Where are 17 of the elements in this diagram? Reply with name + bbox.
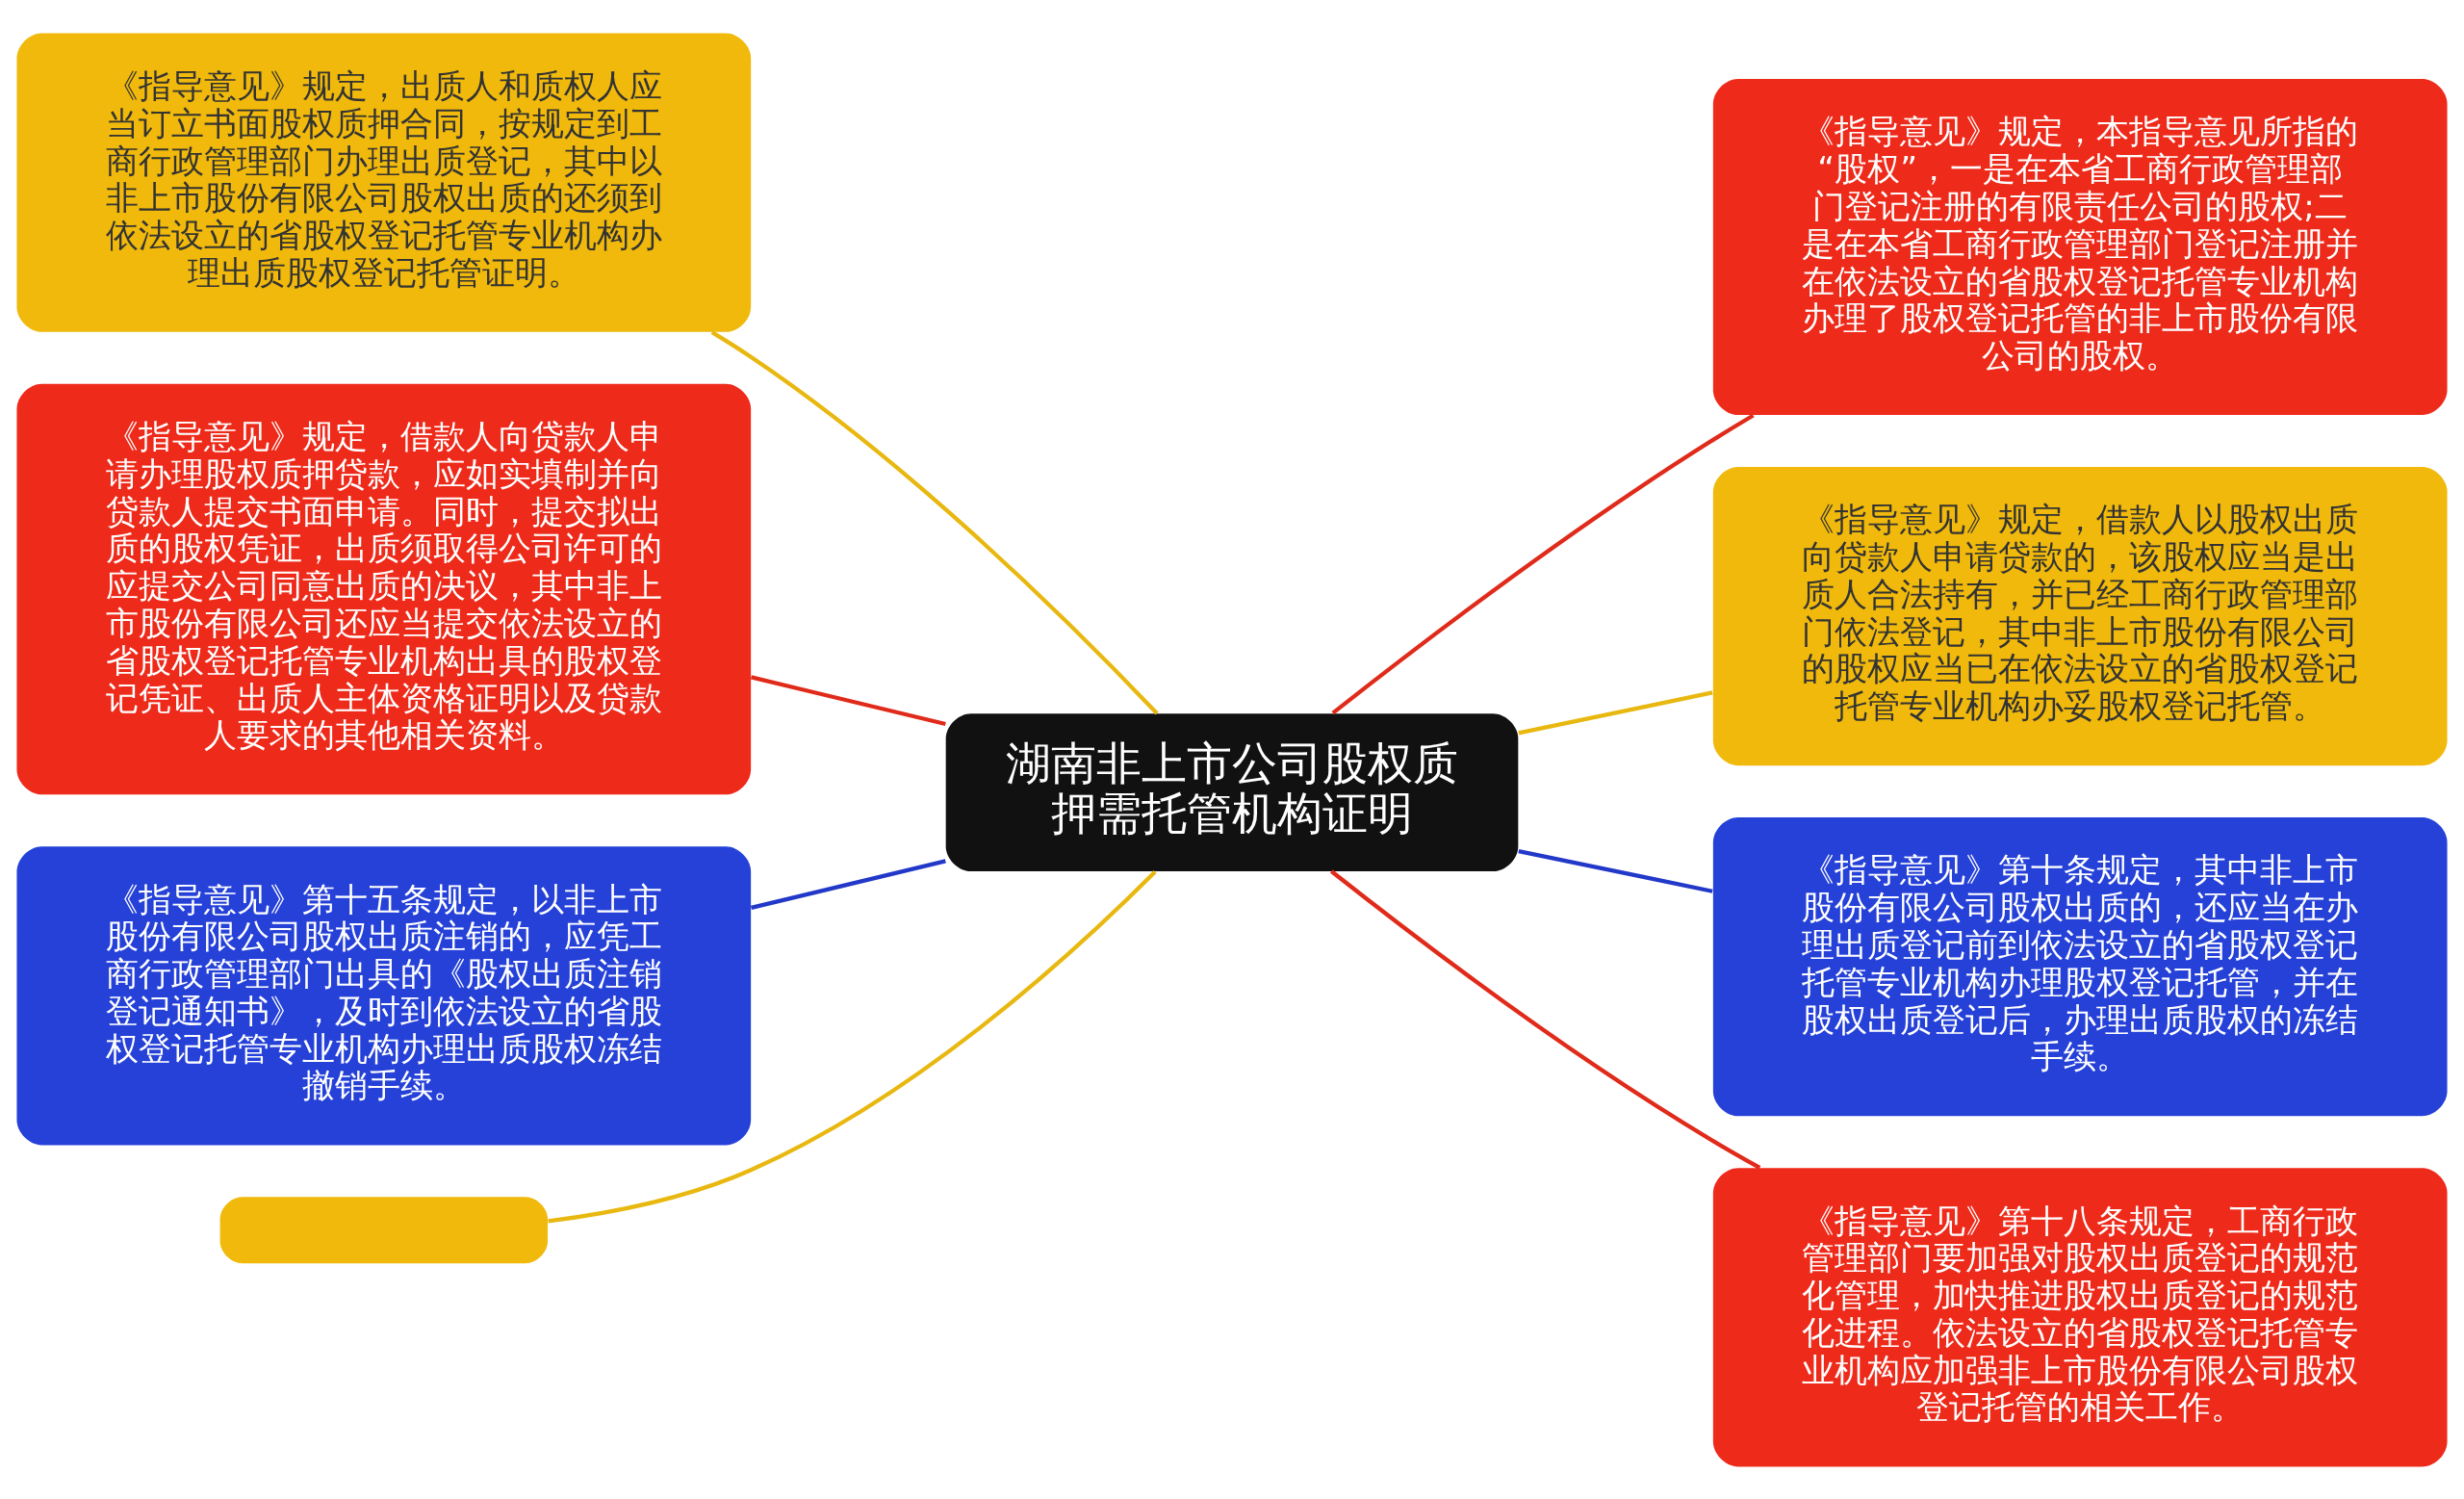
node-box: 《指导意见》规定，出质人和质权人应当订立书面股权质押合同，按规定到工商行政管理部门办理出质登记，其中以非上市股份有限公司股权出质的还须到依法设立的省股权登记托管专业机构办理出质股权登记托管证明。 xyxy=(16,33,752,332)
node-box: 《指导意见》规定，借款人以股权出质向贷款人申请贷款的，该股权应当是出质人合法持有，并已经工商行政管理部门依法登记，其中非上市股份有限公司的股权应当已在依法设立的省股权登记托管专业机构办妥股权登记托管。 xyxy=(1712,466,2448,765)
node-box: 《指导意见》规定，借款人向贷款人申请办理股权质押贷款，应如实填制并向贷款人提交书面申请。同时，提交拟出质的股权凭证，出质须取得公司许可的应提交公司同意出质的决议，其中非上市股份有限公司还应当提交依法设立的省股权登记托管专业机构出具的股权登记凭证、出质人主体资格证明以及贷款人要求的其他相关资料。 xyxy=(16,383,752,794)
connector xyxy=(710,329,1159,714)
connector xyxy=(750,858,946,910)
node-box xyxy=(219,1196,548,1263)
node-box: 《指导意见》第十条规定，其中非上市股份有限公司股权出质的，还应当在办理出质登记前到依法设立的省股权登记托管专业机构办理股权登记托管，并在股权出质登记后，办理出质股权的冻结手续。 xyxy=(1712,816,2448,1116)
connector xyxy=(1330,868,1761,1170)
connector xyxy=(1518,848,1713,893)
connector xyxy=(1518,689,1713,736)
node-box: 《指导意见》第十八条规定，工商行政管理部门要加强对股权出质登记的规范化管理，加快推进股权出质登记的规范化进程。依法设立的省股权登记托管专业机构应加强非上市股份有限公司股权登记托管的相关工作。 xyxy=(1712,1167,2448,1466)
node-box: 《指导意见》规定，本指导意见所指的“股权”，一是在本省工商行政管理部门登记注册的有限责任公司的股权;二是在本省工商行政管理部门登记注册并在依法设立的省股权登记托管专业机构办理了股权登记托管的非上市股份有限公司的股权。 xyxy=(1712,78,2448,415)
connector xyxy=(750,674,946,726)
node-box: 《指导意见》第十五条规定，以非上市股份有限公司股权出质注销的，应凭工商行政管理部门出具的《股权出质注销登记通知书》，及时到依法设立的省股权登记托管专业机构办理出质股权冻结撤销手续。 xyxy=(16,845,752,1145)
connector xyxy=(548,869,1157,1223)
connector xyxy=(1331,413,1755,714)
node-box: 湖南非上市公司股权质押需托管机构证明 xyxy=(945,712,1519,871)
